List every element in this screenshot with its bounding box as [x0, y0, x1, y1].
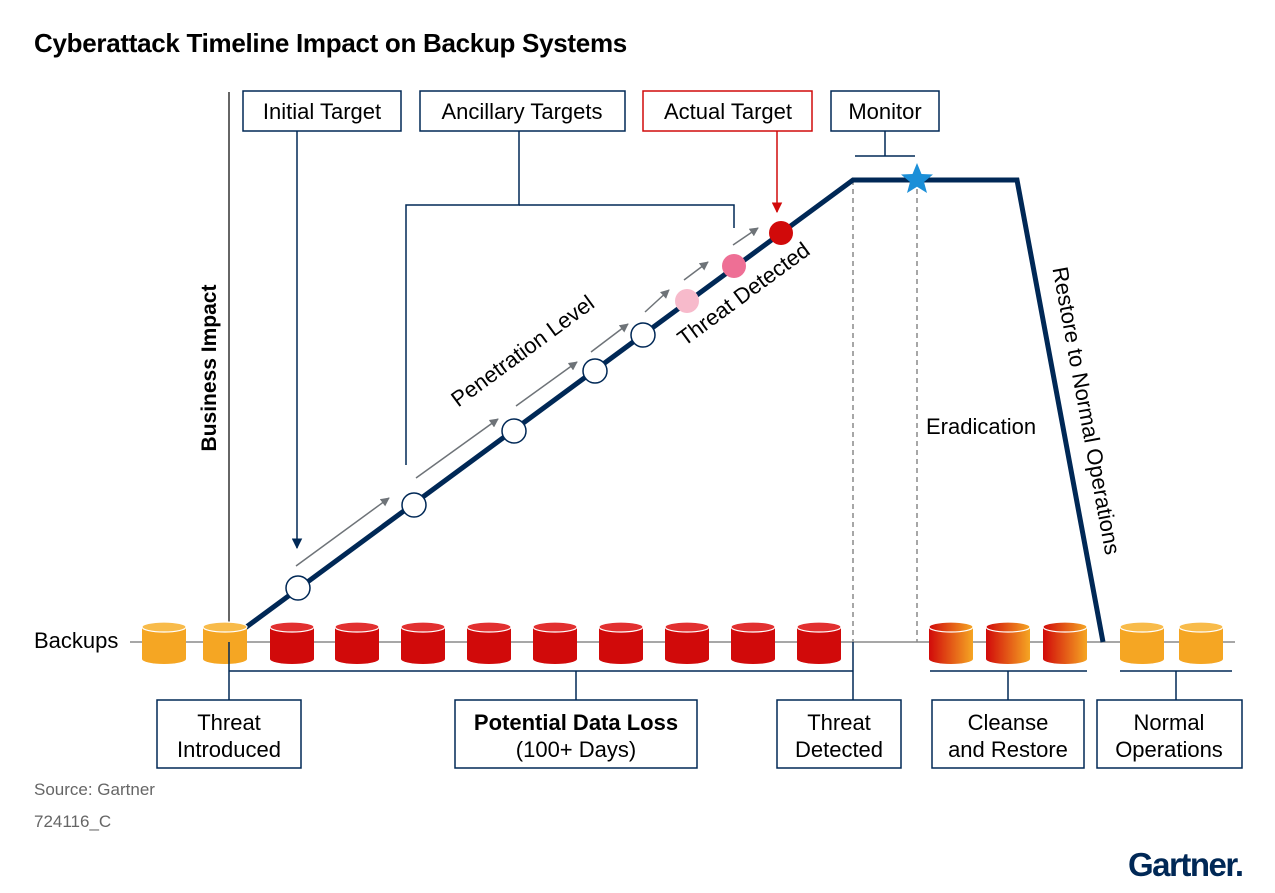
gartner-logo: Gartner. [1128, 846, 1244, 883]
backup-cylinder-infected [466, 621, 512, 664]
normal-operations-box: Normal Operations [1096, 699, 1243, 769]
backup-cylinder-clean [202, 621, 248, 664]
backup-cylinder-infected [796, 621, 842, 664]
penetration-node [285, 575, 311, 601]
backup-cylinder-restoring [928, 621, 974, 664]
eradication-label: Eradication [926, 414, 1036, 439]
penetration-arrow [644, 289, 670, 313]
initial-target-box: Initial Target [242, 90, 402, 132]
backup-cylinder-infected [334, 621, 380, 664]
cleanse-restore-line1: Cleanse [968, 710, 1049, 735]
penetration-arrow [683, 261, 709, 281]
impact-curve [243, 177, 1106, 643]
backup-cylinder-clean [1119, 621, 1165, 664]
threat-introduced-box: Threat Introduced [156, 699, 302, 769]
backup-cylinder-infected [730, 621, 776, 664]
actual-target-label: Actual Target [664, 99, 792, 124]
penetration-nodes [285, 221, 793, 601]
threat-introduced-line2: Introduced [177, 737, 281, 762]
data-loss-line1: Potential Data Loss [474, 710, 678, 735]
ancillary-targets-bracket-right [519, 204, 735, 228]
penetration-arrow [295, 497, 390, 567]
backup-cylinder-infected [269, 621, 315, 664]
gartner-logo-text: Gartner [1128, 846, 1236, 883]
threat-detected-line1: Threat [807, 710, 871, 735]
figure-code: 724116_C [34, 812, 112, 831]
penetration-node-light-pink [675, 289, 699, 313]
initial-target-label: Initial Target [263, 99, 381, 124]
penetration-arrow [590, 323, 629, 353]
penetration-node [401, 492, 427, 518]
threat-introduced-line1: Threat [197, 710, 261, 735]
backup-cylinder-clean [1178, 621, 1224, 664]
diagram-title: Cyberattack Timeline Impact on Backup Sy… [34, 28, 627, 58]
backup-cylinder-clean [141, 621, 187, 664]
backup-cylinder-restoring [985, 621, 1031, 664]
threat-detected-box: Threat Detected [776, 699, 902, 769]
backup-cylinder-infected [532, 621, 578, 664]
monitor-label: Monitor [848, 99, 921, 124]
backups-label: Backups [34, 628, 118, 653]
normal-operations-line1: Normal [1134, 710, 1205, 735]
ancillary-targets-bracket [405, 131, 520, 465]
penetration-node-pink [722, 254, 746, 278]
actual-target-node [769, 221, 793, 245]
penetration-arrows [295, 227, 759, 567]
bottom-brackets [228, 642, 1232, 700]
penetration-node [630, 322, 656, 348]
cleanse-restore-box: Cleanse and Restore [931, 699, 1085, 769]
penetration-arrow [515, 361, 578, 407]
ancillary-targets-box: Ancillary Targets [419, 90, 626, 132]
backup-cylinders [141, 621, 1224, 664]
source-note: Source: Gartner [34, 780, 155, 799]
penetration-arrow [732, 227, 759, 246]
backup-cylinder-infected [664, 621, 710, 664]
penetration-node [582, 358, 608, 384]
y-axis-label: Business Impact [198, 285, 221, 452]
penetration-arrow [415, 418, 499, 479]
data-loss-box: Potential Data Loss (100+ Days) [454, 699, 698, 769]
cleanse-restore-line2: and Restore [948, 737, 1068, 762]
data-loss-line2: (100+ Days) [516, 737, 636, 762]
monitor-star-icon [901, 163, 933, 193]
threat-detected-line2: Detected [795, 737, 883, 762]
backup-cylinder-infected [400, 621, 446, 664]
ancillary-targets-label: Ancillary Targets [442, 99, 603, 124]
backup-cylinder-restoring [1042, 621, 1088, 664]
backup-cylinder-infected [598, 621, 644, 664]
monitor-box: Monitor [830, 90, 940, 132]
penetration-node [501, 418, 527, 444]
penetration-level-label: Penetration Level [446, 290, 599, 412]
actual-target-box: Actual Target [642, 90, 813, 132]
normal-operations-line2: Operations [1115, 737, 1223, 762]
